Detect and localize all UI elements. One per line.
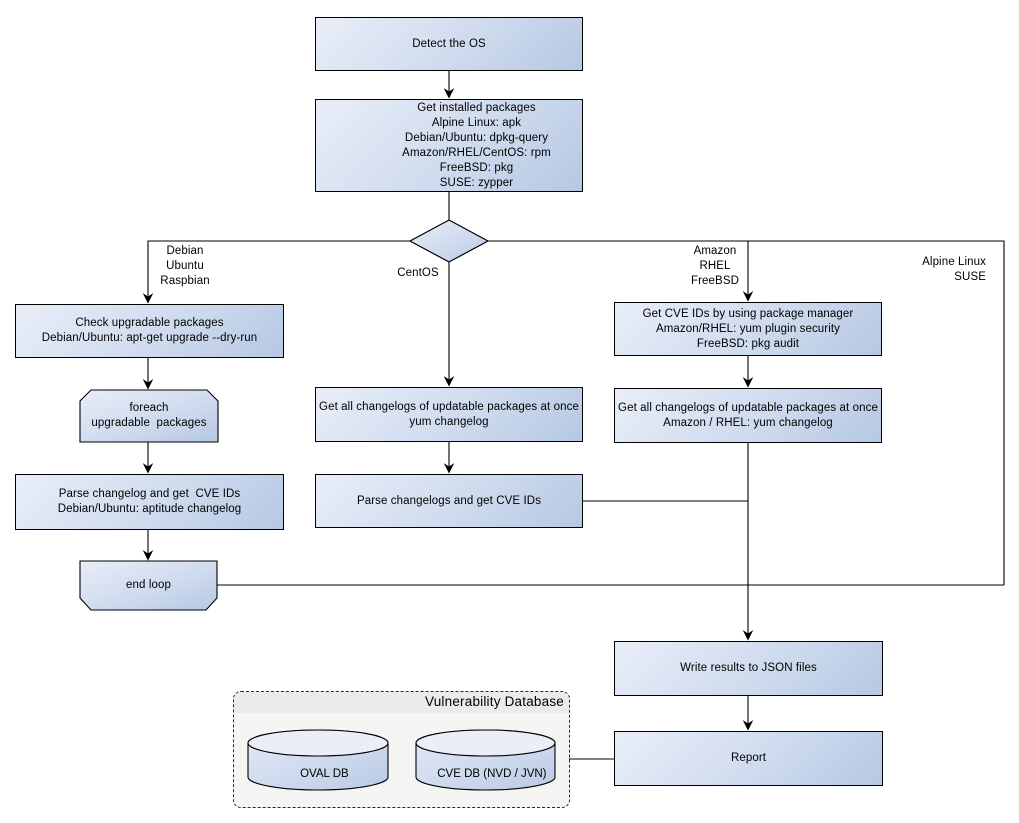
node-report: Report (614, 731, 883, 786)
cylinder-oval-db (247, 729, 389, 791)
vulnerability-database-titlebar (234, 692, 569, 713)
node-get-changelogs-centos: Get all changelogs of updatable packages… (315, 387, 583, 442)
vulnerability-database-title: Vulnerability Database (425, 694, 564, 709)
connector-decision-to-debian-branch (142, 240, 410, 304)
node-detect-os: Detect the OS (315, 17, 583, 71)
cylinder-cve-db (415, 729, 556, 791)
node-write-results-json: Write results to JSON files (614, 641, 883, 696)
node-get-cve-ids-package-manager: Get CVE IDs by using package manager Ama… (614, 302, 882, 356)
branch-label-alpine-suse: Alpine Linux SUSE (922, 256, 986, 283)
node-foreach-upgradable-packages: foreach upgradable packages (91, 402, 207, 429)
node-parse-changelog-debian: Parse changelog and get CVE IDs Debian/U… (15, 474, 284, 530)
connector-decision-to-alpine-branch (488, 240, 1005, 585)
foreach-loop-shape (79, 389, 219, 443)
node-parse-changelogs-centos: Parse changelogs and get CVE IDs (315, 474, 583, 528)
node-check-upgradable-packages: Check upgradable packages Debian/Ubuntu:… (15, 304, 284, 358)
node-end-loop: end loop (126, 579, 171, 591)
branch-label-centos: CentOS (397, 267, 439, 279)
branch-label-amazon-rhel-freebsd: Amazon RHEL FreeBSD (691, 245, 739, 287)
decision-diamond-os (408, 219, 490, 263)
cve-db-label: CVE DB (NVD / JVN) (437, 768, 547, 780)
oval-db-label: OVAL DB (300, 768, 349, 780)
node-get-installed-packages: Get installed packages Alpine Linux: apk… (315, 99, 583, 192)
node-get-changelogs-amazon-rhel: Get all changelogs of updatable packages… (614, 388, 882, 443)
end-loop-shape (79, 560, 218, 611)
branch-label-debian-ubuntu-raspbian: Debian Ubuntu Raspbian (160, 245, 210, 287)
